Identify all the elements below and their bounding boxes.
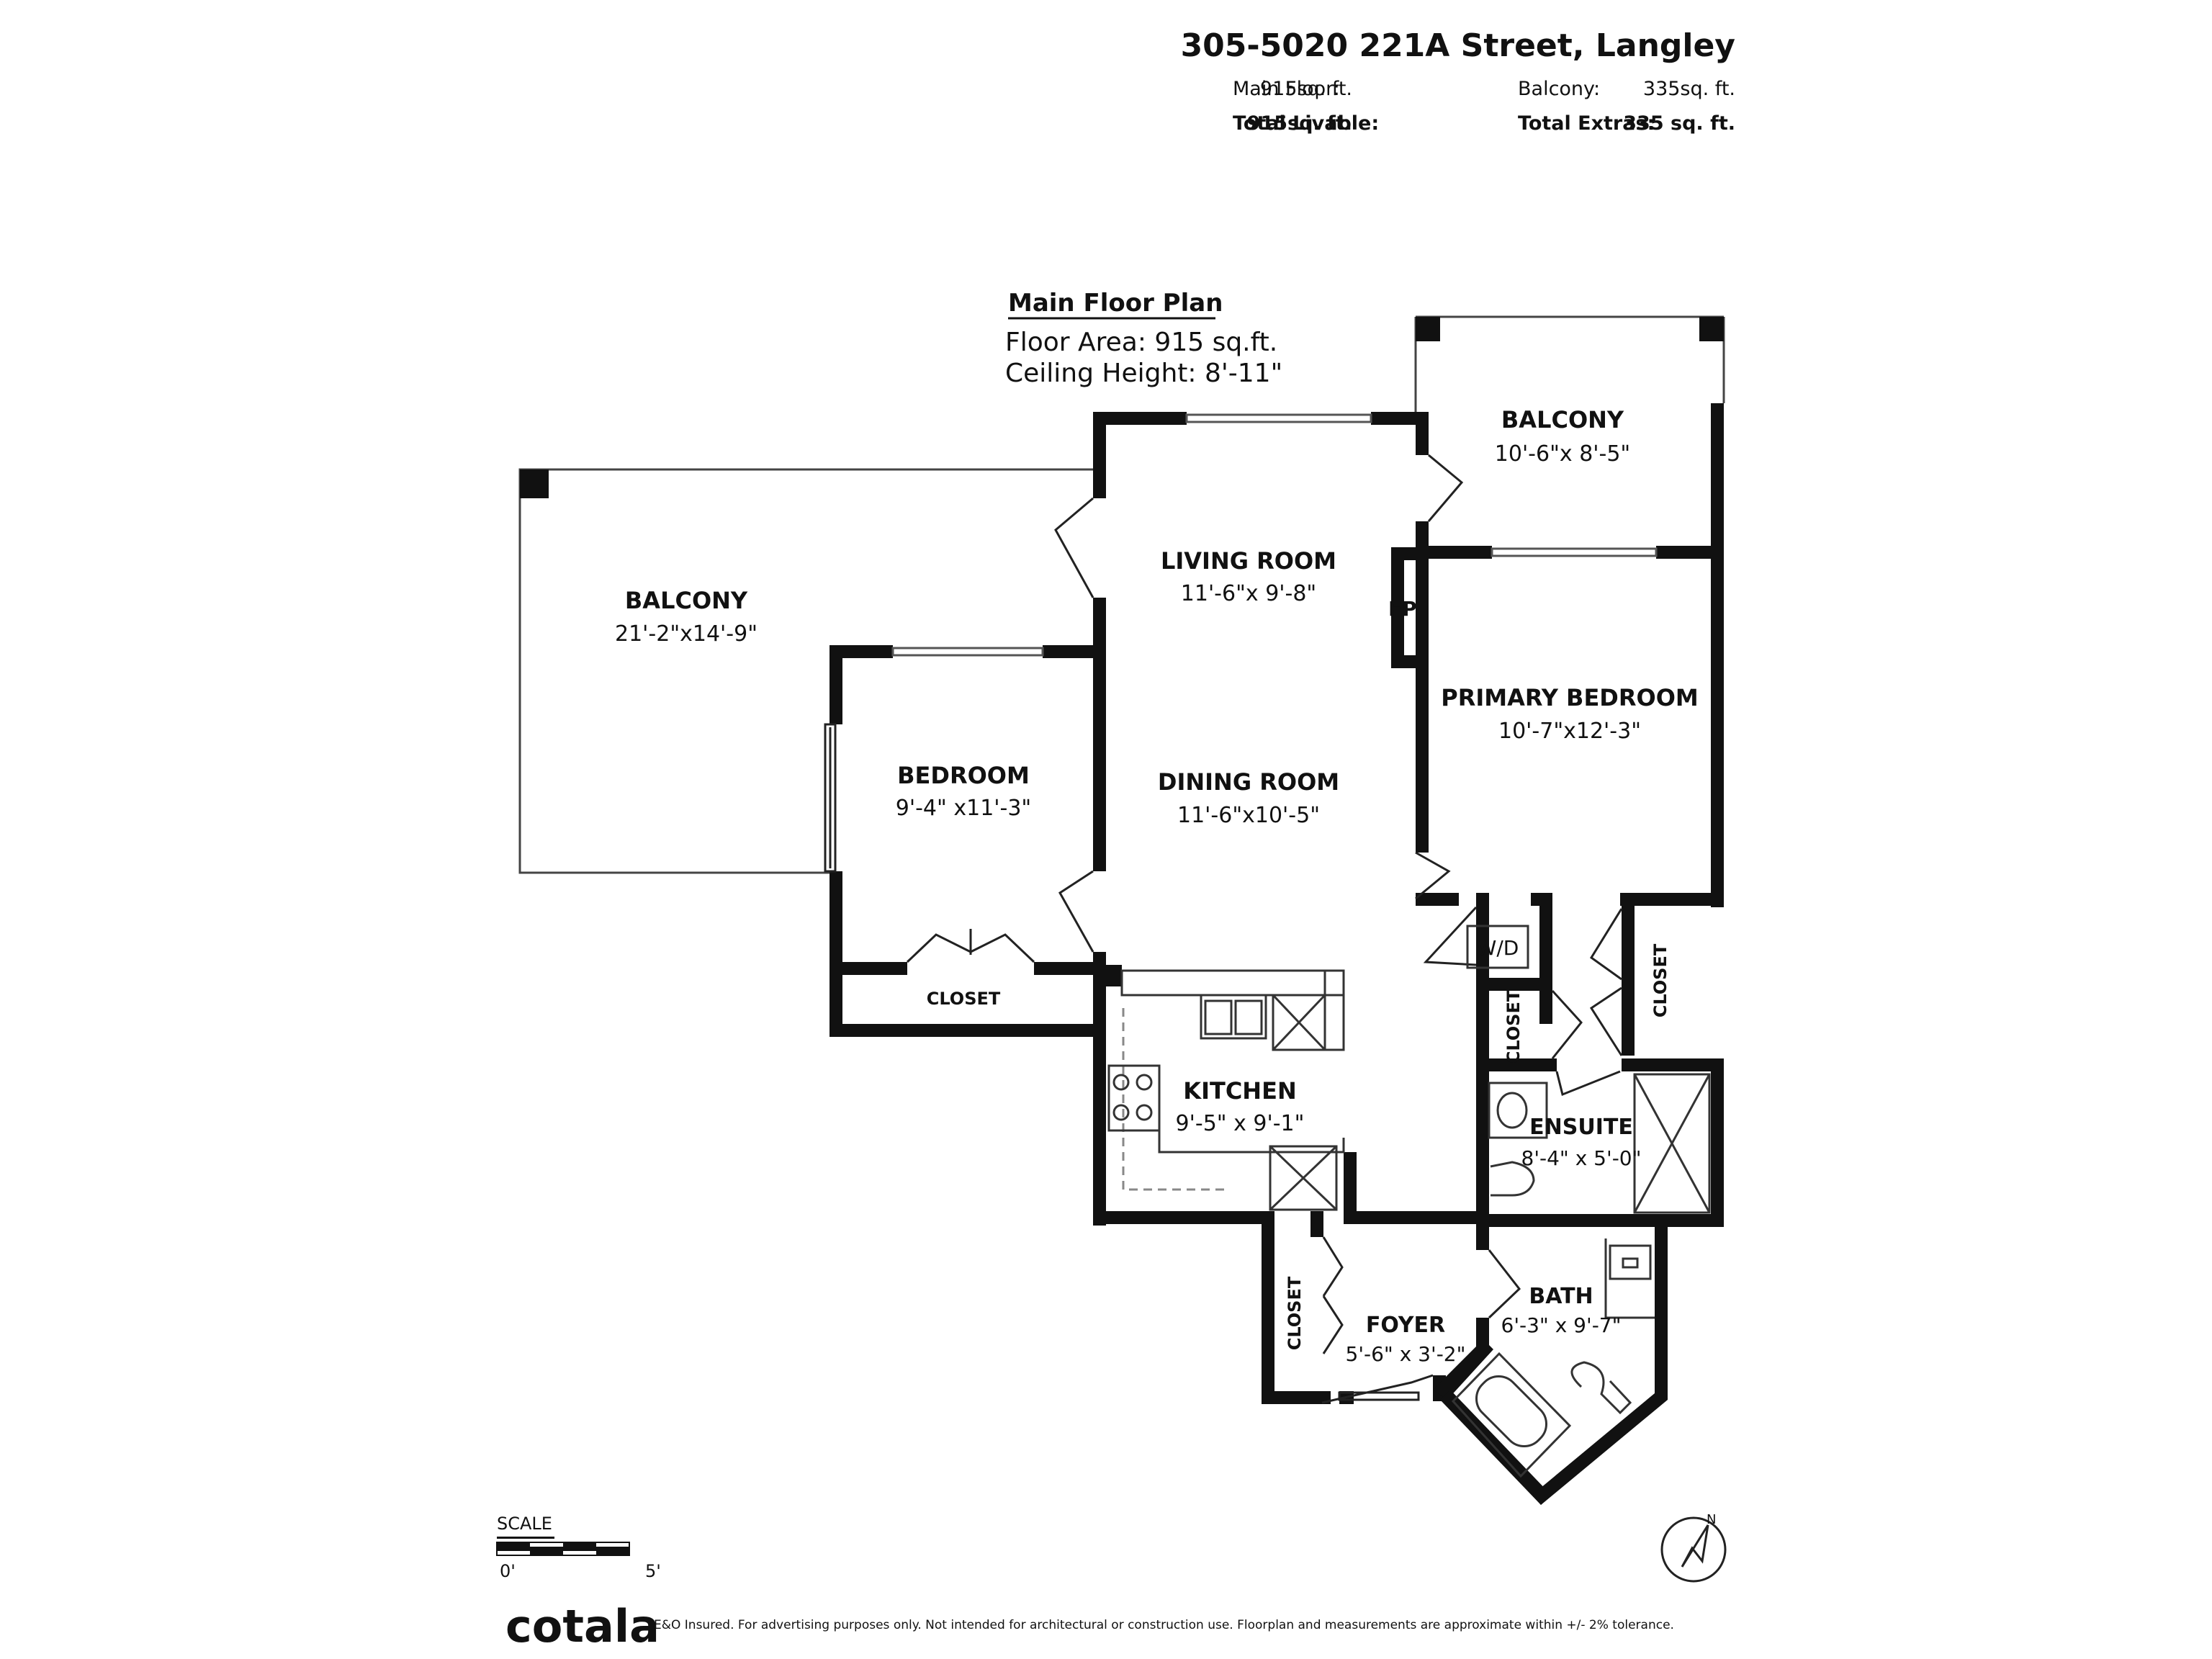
- foyer-closet-label: CLOSET: [1285, 1276, 1305, 1350]
- balcony-area-label: Balcony:: [1518, 78, 1600, 100]
- primary-bedroom-dims: 10'-7"x12'-3": [1498, 719, 1641, 744]
- foyer-dims: 5'-6" x 3'-2": [1346, 1342, 1466, 1366]
- room-labels: BALCONY 21'-2"x14'-9" BALCONY 10'-6"x 8'…: [615, 406, 1699, 1366]
- property-address: 305-5020 221A Street, Langley: [1181, 27, 1735, 64]
- plan-title: Main Floor Plan: [1008, 289, 1223, 318]
- footer: cotala E&O Insured. For advertising purp…: [505, 1600, 1674, 1653]
- bath-name: BATH: [1529, 1284, 1593, 1309]
- compass-n: N: [1707, 1512, 1716, 1527]
- main-floor-value: 915sq. ft.: [1260, 78, 1352, 100]
- bath-fixtures: [1451, 1238, 1655, 1478]
- balcony-west-outline: [518, 468, 1102, 874]
- windows: [891, 413, 1658, 657]
- balcony-north-outline: [1414, 315, 1725, 415]
- total-livable-label: Total Livable:: [1233, 112, 1379, 135]
- brand-logo: cotala: [505, 1600, 660, 1653]
- header-block: 305-5020 221A Street, Langley Main Floor…: [1181, 27, 1735, 135]
- small-closet-label: CLOSET: [1503, 989, 1524, 1064]
- balcony-north-dims: 10'-6"x 8'-5": [1495, 441, 1630, 467]
- ensuite-name: ENSUITE: [1529, 1115, 1633, 1140]
- kitchen-fixtures: [1107, 969, 1345, 1211]
- dining-room-name: DINING ROOM: [1158, 768, 1339, 796]
- scale-bar: SCALE 0' 5': [496, 1514, 661, 1581]
- dining-room-dims: 11'-6"x10'-5": [1177, 803, 1320, 828]
- plan-title-block: Main Floor Plan Floor Area: 915 sq.ft. C…: [1005, 289, 1282, 388]
- foyer-name: FOYER: [1366, 1313, 1445, 1338]
- living-room-dims: 11'-6"x 9'-8": [1181, 581, 1316, 606]
- balcony-area-value: 335sq. ft.: [1643, 78, 1735, 100]
- scale-label: SCALE: [497, 1514, 552, 1534]
- living-room-name: LIVING ROOM: [1161, 547, 1336, 575]
- fireplace-label: FP: [1388, 597, 1417, 621]
- scale-end: 5': [645, 1561, 661, 1581]
- kitchen-dims: 9'-5" x 9'-1": [1176, 1111, 1305, 1136]
- balcony-west-name: BALCONY: [625, 587, 748, 614]
- plan-ceiling-height: Ceiling Height: 8'-11": [1005, 359, 1282, 388]
- bedroom-dims: 9'-4" x11'-3": [896, 796, 1031, 821]
- bath-dims: 6'-3" x 9'-7": [1501, 1313, 1622, 1337]
- balcony-west-dims: 21'-2"x14'-9": [615, 621, 757, 647]
- bedroom-closet-label: CLOSET: [927, 989, 1001, 1009]
- laundry-box: [1466, 925, 1529, 969]
- total-extras-value: 335 sq. ft.: [1623, 112, 1735, 135]
- doors: [824, 454, 1623, 1404]
- plan-floor-area: Floor Area: 915 sq.ft.: [1005, 328, 1277, 357]
- ensuite-fixtures: [1488, 1073, 1711, 1214]
- balcony-north-name: BALCONY: [1501, 406, 1624, 433]
- main-floor-label: Main Floor:: [1233, 78, 1340, 100]
- scale-start: 0': [500, 1561, 516, 1581]
- laundry-label: W/D: [1477, 936, 1519, 960]
- kitchen-name: KITCHEN: [1183, 1077, 1296, 1105]
- north-compass: N: [1660, 1512, 1727, 1583]
- disclaimer: E&O Insured. For advertising purposes on…: [654, 1618, 1674, 1632]
- ensuite-dims: 8'-4" x 5'-0": [1521, 1146, 1642, 1170]
- total-extras-label: Total Extras:: [1518, 112, 1655, 135]
- primary-closet-label: CLOSET: [1650, 943, 1671, 1017]
- bedroom-name: BEDROOM: [897, 762, 1030, 789]
- total-livable-value: 915sq. ft.: [1247, 112, 1352, 135]
- primary-bedroom-name: PRIMARY BEDROOM: [1441, 684, 1699, 711]
